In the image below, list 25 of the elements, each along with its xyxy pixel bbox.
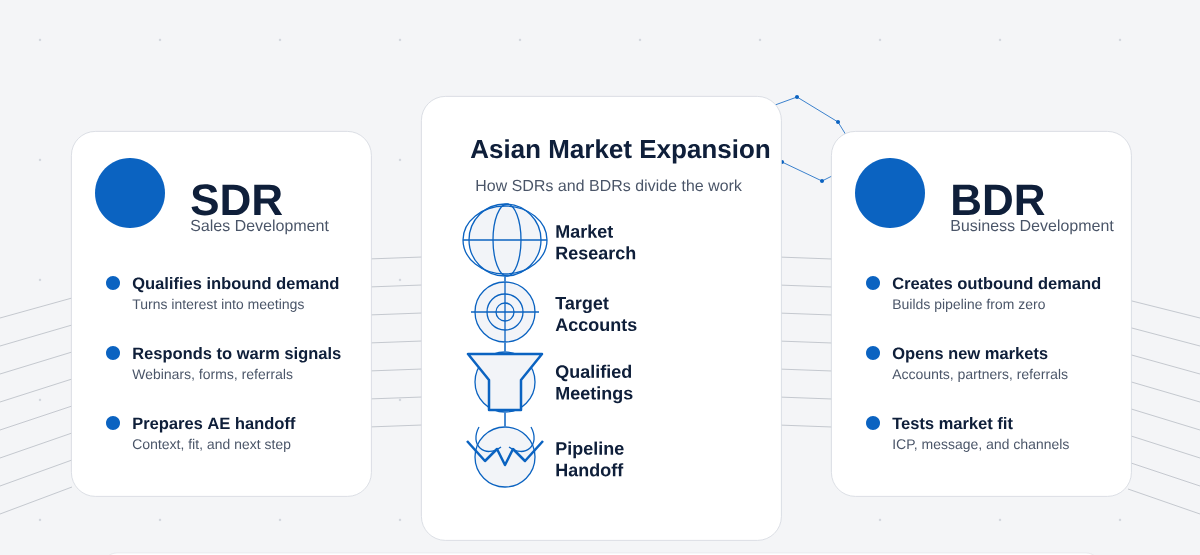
step-label: Pipeline Handoff — [556, 441, 624, 477]
connector-line — [504, 275, 506, 283]
bullet-description: ICP, message, and channels — [893, 438, 1069, 452]
bullet-description: Context, fit, and next step — [132, 438, 291, 452]
step-label: Market Research — [556, 224, 636, 260]
bullet-heading: Prepares AE handoff — [133, 417, 296, 433]
step-label: Qualified Meetings — [555, 364, 633, 404]
role-subtitle: Business Development — [951, 219, 1114, 235]
connector-line — [504, 411, 506, 428]
bullet-description: Builds pipeline from zero — [893, 298, 1045, 312]
bullet-heading: Opens new markets — [892, 347, 1048, 363]
bullet-description: Turns interest into meetings — [132, 298, 304, 312]
bullet-description: Webinars, forms, referrals — [132, 368, 293, 381]
step-label: Target Accounts — [555, 296, 637, 332]
bullet-heading: Responds to warm signals — [133, 347, 341, 363]
card-title: Asian Market Expansion — [470, 139, 770, 164]
card-subtitle: How SDRs and BDRs divide the work — [476, 179, 742, 192]
role-title: BDR — [953, 184, 1045, 215]
bullet-heading: Creates outbound demand — [892, 277, 1101, 290]
bullet-heading: Qualifies inbound demand — [132, 277, 339, 293]
bullet-heading: Tests market fit — [892, 417, 1013, 430]
bullet-description: Accounts, partners, referrals — [892, 368, 1068, 382]
role-subtitle: Sales Development — [190, 219, 329, 235]
connector-line — [504, 341, 506, 353]
role-title: SDR — [191, 184, 283, 216]
